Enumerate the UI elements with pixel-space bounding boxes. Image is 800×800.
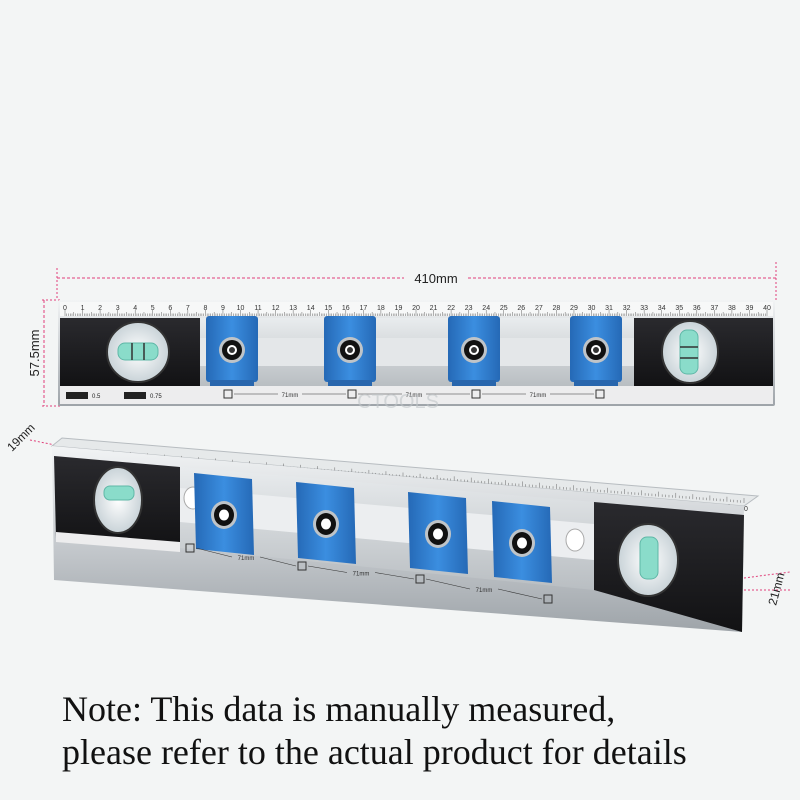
blue-clamp: [324, 316, 376, 386]
ruler-number: 4: [133, 305, 137, 312]
ruler-number: 18: [377, 305, 385, 312]
blue-clamp: [570, 316, 622, 386]
depth-top-dimension: 19mm: [4, 421, 61, 454]
perspective-spacing-label: 71mm: [238, 556, 255, 562]
ruler-number: 39: [746, 305, 754, 312]
perspective-blue-clamp: [194, 473, 254, 555]
ruler-number: 8: [203, 305, 207, 312]
ruler-number: 17: [359, 305, 367, 312]
ruler-number: 31: [605, 305, 613, 312]
bottom-strip: [60, 386, 773, 404]
ruler-number: 12: [272, 305, 280, 312]
ruler-number: 0: [63, 305, 67, 312]
ruler-number: 6: [168, 305, 172, 312]
ruler-number: 24: [482, 305, 490, 312]
spacing-marker: [347, 389, 357, 399]
ruler-number: 26: [517, 305, 525, 312]
watermark: CTOOLS: [357, 391, 439, 413]
height-label: 57.5mm: [27, 330, 42, 377]
ruler-number: 38: [728, 305, 736, 312]
ruler-number: 2: [98, 305, 102, 312]
spacing-label: 71mm: [282, 393, 299, 399]
ruler-number: 21: [430, 305, 438, 312]
spacing-dimensions: 71mm 71mm 71mm: [223, 389, 605, 399]
spacing-label: 71mm: [530, 393, 547, 399]
perspective-spacing-marker: [297, 561, 307, 571]
ruler-number: 27: [535, 305, 543, 312]
perspective-spacing-label: 71mm: [353, 572, 370, 578]
ruler-number: 19: [395, 305, 403, 312]
ruler-number: 7: [186, 305, 190, 312]
blue-clamp: [206, 316, 258, 386]
perspective-blue-clamp: [492, 501, 552, 583]
perspective-spacing-marker: [415, 574, 425, 584]
clamp-group: [206, 316, 622, 386]
right-accuracy-label: 0.75: [150, 394, 162, 400]
ruler-number: 15: [324, 305, 332, 312]
ruler-number: 16: [342, 305, 350, 312]
ruler-strip: [60, 302, 773, 316]
perspective-spacing-marker: [543, 594, 553, 604]
height-dimension: 57.5mm: [27, 299, 60, 407]
ruler-number: 14: [307, 305, 315, 312]
spacing-label: 71mm: [406, 393, 423, 399]
length-dimension: 410mm: [56, 262, 777, 300]
ruler-number: 5: [151, 305, 155, 312]
ruler-number: 35: [675, 305, 683, 312]
ruler-number: 11: [254, 305, 261, 312]
spacing-marker: [471, 389, 481, 399]
depth-bottom-label: 21mm: [765, 571, 787, 607]
blue-clamp: [448, 316, 500, 386]
ruler-number: 34: [658, 305, 666, 312]
depth-bottom-dimension: 21mm: [743, 571, 791, 607]
perspective-spacing-dimensions: 71mm 71mm 71mm: [185, 543, 553, 604]
ruler-number: 33: [640, 305, 648, 312]
measurement-note: Note: This data is manually measured, pl…: [62, 688, 792, 774]
ruler-number: 37: [710, 305, 718, 312]
ruler-number: 1: [81, 305, 85, 312]
length-label: 410mm: [414, 271, 457, 286]
left-vial: [117, 342, 159, 361]
perspective-ruler-number: 40: [740, 506, 748, 513]
ruler-number: 3: [116, 305, 120, 312]
ruler-number: 30: [588, 305, 596, 312]
ruler-number: 10: [237, 305, 245, 312]
ruler-number: 13: [289, 305, 297, 312]
ruler-number: 28: [553, 305, 561, 312]
depth-top-label: 19mm: [4, 421, 37, 454]
perspective-spacing-label: 71mm: [476, 588, 493, 594]
ruler-number: 22: [447, 305, 455, 312]
spacing-marker: [595, 389, 605, 399]
spacing-marker: [223, 389, 233, 399]
ruler-number: 9: [221, 305, 225, 312]
ruler-number: 29: [570, 305, 578, 312]
note-line-2: please refer to the actual product for d…: [62, 732, 687, 772]
left-accuracy-label: 0.5: [92, 394, 101, 400]
perspective-blue-clamp: [408, 492, 468, 574]
ruler-number: 23: [465, 305, 473, 312]
perspective-spacing-marker: [185, 543, 195, 553]
ruler-number: 40: [763, 305, 771, 312]
level-perspective-view: 19mm 01234567891011121314151617181920212…: [4, 421, 791, 632]
right-vial: [679, 329, 699, 375]
perspective-blue-clamp: [296, 482, 356, 564]
note-line-1: Note: This data is manually measured,: [62, 689, 616, 729]
ruler-number: 25: [500, 305, 508, 312]
ruler-number: 20: [412, 305, 420, 312]
ruler-number: 32: [623, 305, 631, 312]
ruler-number: 36: [693, 305, 701, 312]
perspective-clamp-group: [194, 473, 552, 583]
